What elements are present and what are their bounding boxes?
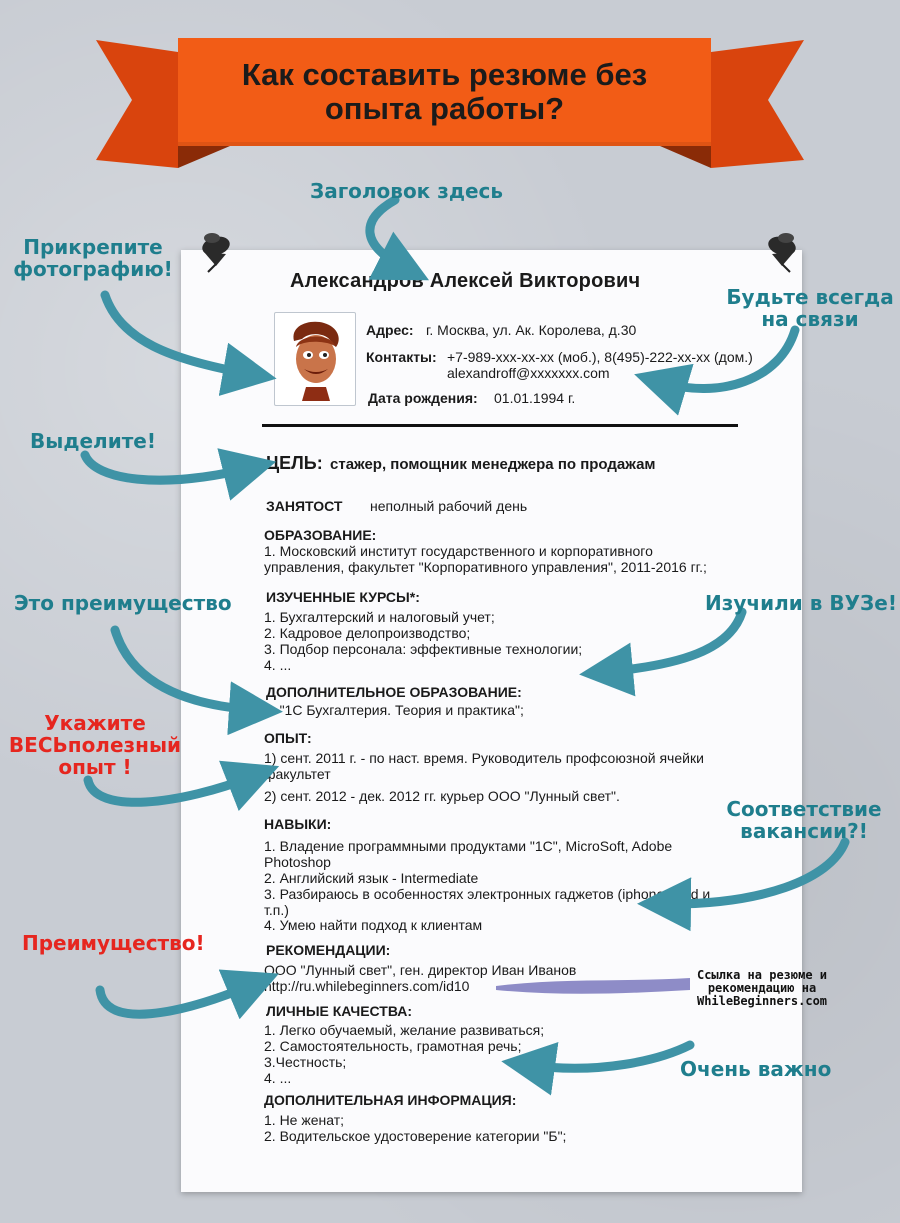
annotation-studied: Изучили в ВУЗе! (705, 591, 897, 615)
employment-label: ЗАНЯТОСТ (266, 498, 343, 514)
additional-info-line: 2. Водительское удостоверение категории … (264, 1128, 567, 1144)
skill-line: Photoshop (264, 854, 331, 870)
skill-line: 3. Разбираюсь в особенностях электронных… (264, 886, 711, 902)
arrow-to-add-edu (110, 625, 283, 736)
employment-value: неполный рабочий день (370, 498, 528, 514)
push-pin-icon (768, 233, 796, 273)
arrow-to-courses (579, 607, 747, 697)
goal-value: стажер, помощник менеджера по продажам (330, 456, 656, 473)
personal-quality: 4. ... (264, 1070, 292, 1086)
annotation-header-here: Заголовок здесь (310, 179, 504, 203)
annotation-highlight: Выделите! (30, 429, 156, 453)
recommendation-line: ООО "Лунный свет", ген. директор Иван Ив… (264, 962, 577, 978)
cartoon-avatar-icon (280, 317, 350, 401)
annotation-line: WhileBeginners.com (696, 994, 828, 1008)
goal-label: ЦЕЛЬ: (266, 453, 323, 473)
course-item: 1. Бухгалтерский и налоговый учет; (264, 609, 495, 625)
resume-paper (181, 250, 802, 1192)
arrow-to-name (365, 195, 430, 281)
additional-education-label: ДОПОЛНИТЕЛЬНОЕ ОБРАЗОВАНИЕ: (266, 684, 522, 700)
annotation-match-vacancy: Соответствие вакансии?! (716, 798, 892, 842)
skill-line: 1. Владение программными продуктами "1С"… (264, 838, 673, 854)
education-line: управления, факультет "Корпоративного уп… (264, 559, 707, 575)
additional-info-label: ДОПОЛНИТЕЛЬНАЯ ИНФОРМАЦИЯ: (264, 1092, 517, 1108)
experience-line: 1) сент. 2011 г. - по наст. время. Руков… (264, 750, 704, 766)
recommendation-link[interactable]: http://ru.whilebeginners.com/id10 (264, 978, 470, 994)
annotation-line: вакансии?! (740, 819, 868, 843)
course-item: 4. ... (264, 657, 292, 673)
banner-ribbon-tails (96, 40, 804, 168)
annotation-line: опыт ! (58, 755, 132, 779)
annotation-stay-in-touch: Будьте всегда на связи (722, 286, 898, 330)
arrow-to-goal (80, 448, 277, 501)
annotation-attach-photo: Прикрепите фотографию! (8, 236, 178, 280)
annotation-line: Соответствие (726, 797, 882, 821)
skill-line: 4. Умею найти подход к клиентам (264, 917, 483, 933)
arrow-to-contacts (634, 325, 800, 416)
arrow-to-personal (501, 1040, 695, 1096)
phones-value: +7-989-xxx-xx-xx (моб.), 8(495)-222-xx-x… (447, 349, 753, 365)
recommendations-label: РЕКОМЕНДАЦИИ: (266, 942, 391, 958)
personal-qualities-label: ЛИЧНЫЕ КАЧЕСТВА: (266, 1003, 413, 1019)
contacts-label: Контакты: (366, 349, 437, 365)
course-item: 2. Кадровое делопроизводство; (264, 625, 471, 641)
additional-education-item: 1. "1С Бухгалтерия. Теория и практика"; (264, 702, 524, 718)
address-value: г. Москва, ул. Ак. Королева, д.30 (426, 322, 637, 338)
email-value: alexandroff@xxxxxxx.com (447, 365, 610, 381)
annotation-line: на связи (761, 307, 859, 331)
arrow-to-recs (95, 969, 279, 1020)
annotation-advantage: Это преимущество (14, 591, 232, 615)
address-label: Адрес: (366, 322, 414, 338)
header-divider (262, 424, 738, 427)
course-item: 3. Подбор персонала: эффективные техноло… (264, 641, 583, 657)
additional-info-line: 1. Не женат; (264, 1112, 345, 1128)
skill-line: т.п.) (264, 902, 289, 918)
arrow-to-skills (637, 837, 850, 932)
education-label: ОБРАЗОВАНИЕ: (264, 527, 377, 543)
annotation-very-important: Очень важно (680, 1057, 832, 1081)
banner: Как составить резюме без опыта работы? (178, 38, 711, 146)
annotation-link-note: Ссылка на резюме и рекомендацию на While… (684, 969, 840, 1008)
birth-value: 01.01.1994 г. (494, 390, 576, 406)
annotation-line: рекомендацию на (707, 981, 817, 995)
annotation-advantage-2: Преимущество! (22, 931, 205, 955)
personal-quality: 2. Самостоятельность, грамотная речь; (264, 1038, 522, 1054)
arrow-to-photo (100, 290, 277, 396)
personal-quality: 3.Честность; (264, 1054, 347, 1070)
link-brush-stroke (496, 978, 690, 994)
courses-label: ИЗУЧЕННЫЕ КУРСЫ*: (266, 589, 420, 605)
photo-frame (274, 312, 356, 406)
annotation-line: ВЕСЬполезный (8, 733, 182, 757)
personal-quality: 1. Легко обучаемый, желание развиваться; (264, 1022, 545, 1038)
annotation-line: Ссылка на резюме и (696, 968, 828, 982)
arrow-to-experience (83, 760, 280, 811)
education-line: 1. Московский институт государственного … (264, 543, 653, 559)
annotation-line: фотографию! (13, 257, 173, 281)
annotation-specify-experience: Укажите ВЕСЬполезный опыт ! (6, 712, 184, 778)
experience-line: 2) сент. 2012 - дек. 2012 гг. курьер ООО… (264, 788, 620, 804)
annotation-line: Прикрепите (23, 235, 163, 259)
experience-line: факультет (264, 766, 331, 782)
push-pin-icon (202, 233, 230, 273)
birth-label: Дата рождения: (368, 390, 478, 406)
skills-label: НАВЫКИ: (264, 816, 332, 832)
skill-line: 2. Английский язык - Intermediate (264, 870, 479, 886)
annotation-line: Будьте всегда (726, 285, 894, 309)
banner-title: Как составить резюме без опыта работы? (241, 57, 648, 126)
annotation-line: Укажите (44, 711, 146, 735)
